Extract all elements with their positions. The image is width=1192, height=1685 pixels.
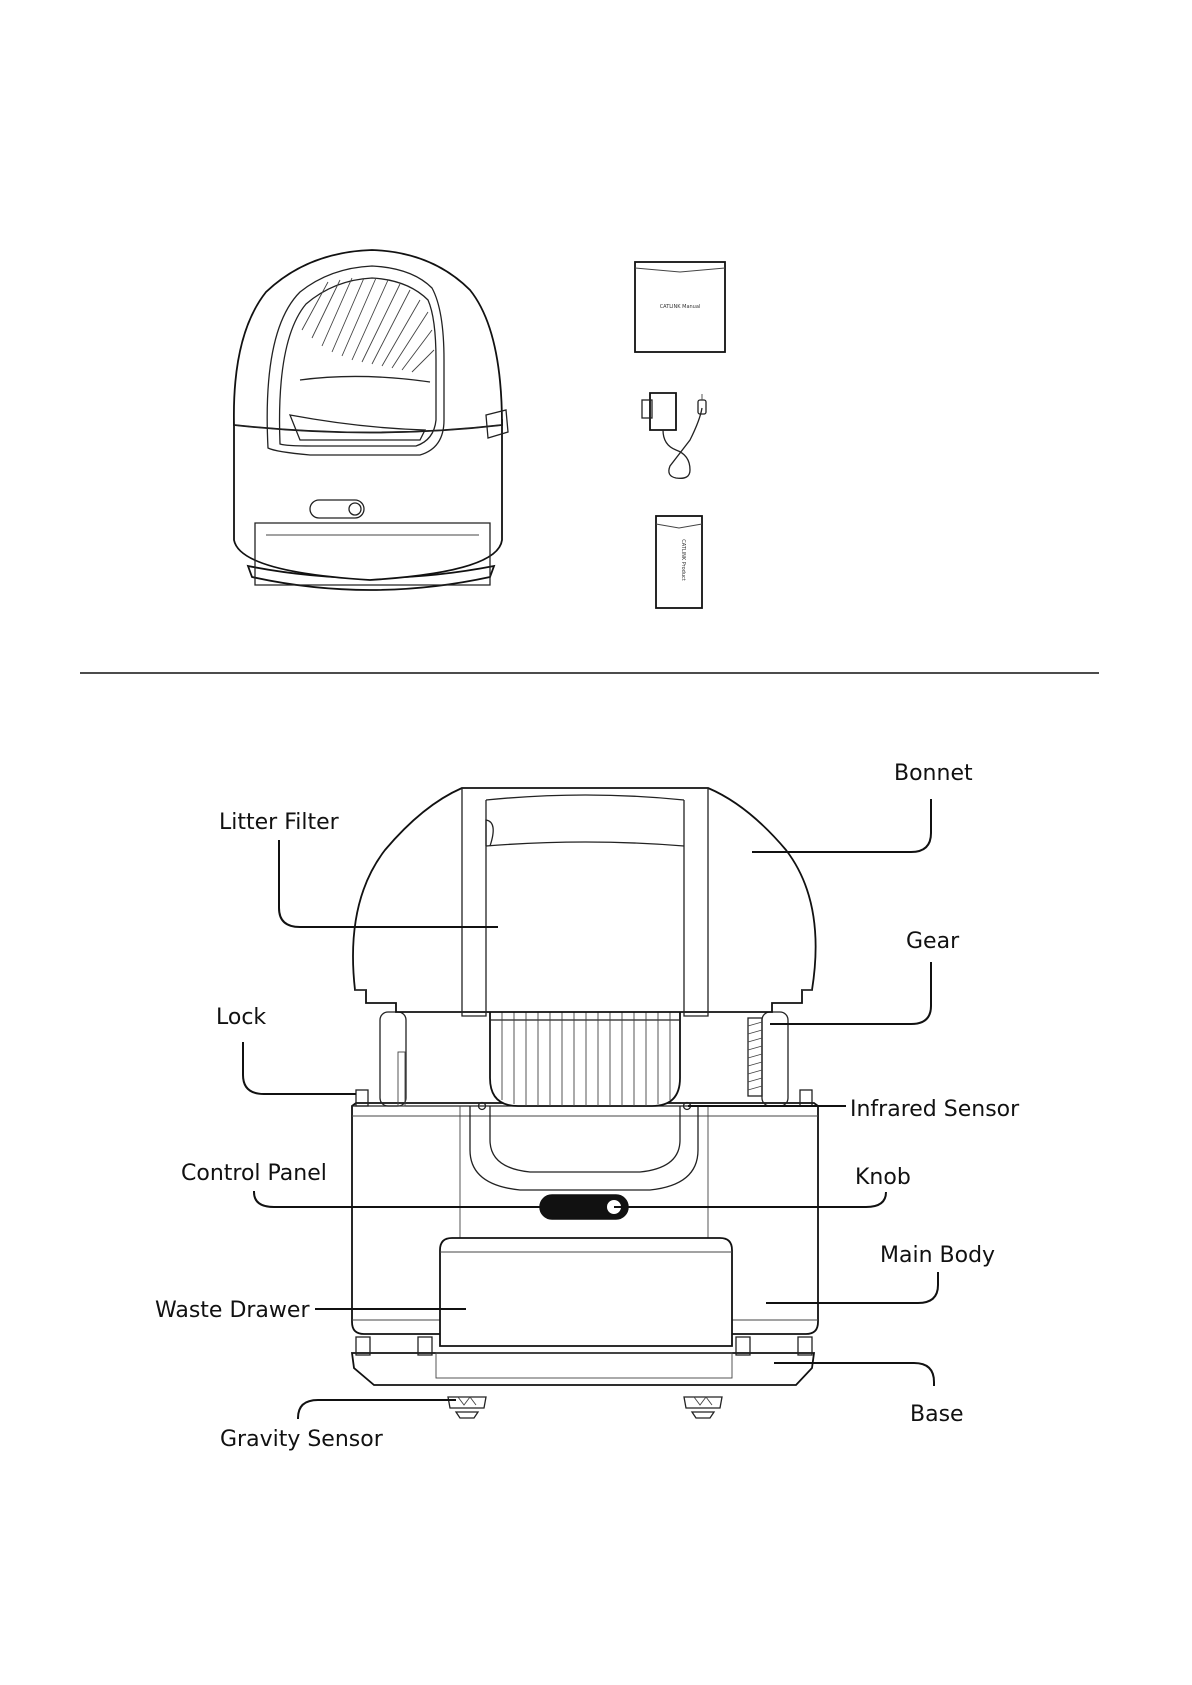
label-main-body: Main Body xyxy=(880,1243,995,1268)
label-waste-drawer: Waste Drawer xyxy=(155,1298,310,1323)
manual-label: CATLINK Manual xyxy=(660,304,701,310)
label-gravity-sensor: Gravity Sensor xyxy=(220,1427,384,1452)
gear-part xyxy=(748,1018,762,1096)
power-adapter-illustration xyxy=(642,393,706,478)
label-base: Base xyxy=(910,1402,964,1427)
product-box-label: CATLINK Product xyxy=(680,539,686,580)
manual-illustration: CATLINK Manual xyxy=(635,262,725,352)
gravity-sensor-part xyxy=(448,1397,722,1418)
label-litter-filter: Litter Filter xyxy=(219,810,340,835)
label-gear: Gear xyxy=(906,929,960,954)
label-bonnet: Bonnet xyxy=(894,761,973,786)
bonnet-part xyxy=(353,788,816,1012)
label-infrared-sensor: Infrared Sensor xyxy=(850,1097,1020,1122)
label-lock: Lock xyxy=(216,1005,266,1030)
label-control-panel: Control Panel xyxy=(181,1161,327,1186)
label-knob: Knob xyxy=(855,1165,911,1190)
base-part xyxy=(352,1353,814,1385)
product-overview-illustration xyxy=(234,250,508,590)
waste-drawer-part xyxy=(440,1238,732,1346)
litter-box-parts-illustration xyxy=(352,788,818,1418)
product-box-illustration: CATLINK Product xyxy=(656,516,702,608)
